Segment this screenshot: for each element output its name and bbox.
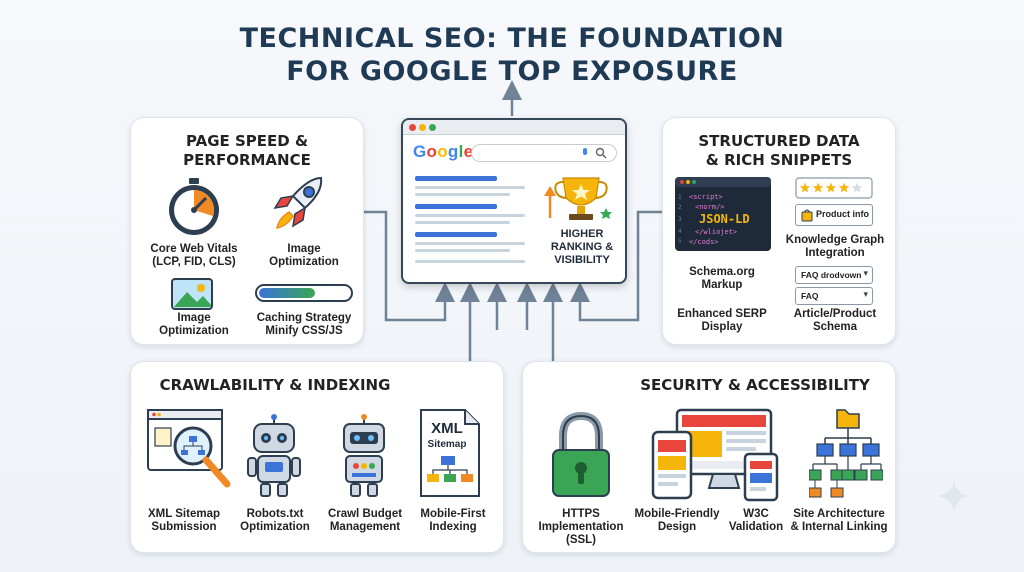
rocket-icon xyxy=(273,176,323,229)
label-https: HTTPS Implementation (SSL) xyxy=(538,508,624,546)
label-xml-sitemap: XML Sitemap Submission xyxy=(148,508,220,533)
crawl-bot-icon xyxy=(343,414,385,497)
label-schema-markup: Schema.org Markup xyxy=(689,266,755,291)
svg-text:JSON-LD: JSON-LD xyxy=(699,212,750,226)
chevron-down-icon: ▾ xyxy=(863,289,868,299)
svg-text:2: 2 xyxy=(678,204,682,211)
card-title-structured-data: STRUCTURED DATA & RICH SNIPPETS xyxy=(698,132,860,169)
trophy-icon xyxy=(554,177,612,220)
sparkle-icon xyxy=(938,480,970,512)
star-icon xyxy=(825,182,837,193)
code-editor-icon: 1 2 3 4 5 <script> <norm/> JSON-LD </wliojet… xyxy=(675,177,771,251)
chevron-down-icon: ▾ xyxy=(863,268,868,278)
label-mobile-first: Mobile-First Indexing xyxy=(420,508,486,533)
image-icon xyxy=(171,278,213,310)
label-mobile-friendly: Mobile-Friendly Design xyxy=(634,508,720,533)
browser-titlebar xyxy=(403,120,625,135)
label-enhanced-serp: Enhanced SERP Display xyxy=(677,308,767,333)
faq-dropdown-2[interactable]: FAQ ▾ xyxy=(795,287,873,305)
svg-text:3: 3 xyxy=(678,216,682,223)
label-crawl-budget: Crawl Budget Management xyxy=(327,508,403,533)
ranking-caption: HIGHER RANKING & VISIBILITY xyxy=(550,228,614,266)
search-results xyxy=(415,176,612,263)
card-page-speed: PAGE SPEED & PERFORMANCE Core Web Vitals… xyxy=(130,117,364,345)
connector-structured xyxy=(570,210,662,322)
label-site-architecture: Site Architecture & Internal Linking xyxy=(790,508,888,533)
stopwatch-icon xyxy=(169,178,219,235)
site-architecture-icon xyxy=(809,409,883,498)
search-icon xyxy=(595,147,605,157)
svg-text:4: 4 xyxy=(678,228,682,235)
google-search-input[interactable] xyxy=(471,144,617,162)
search-bar-icons xyxy=(583,147,607,159)
card-security: SECURITY & ACCESSIBILITY xyxy=(522,361,896,553)
card-title-page-speed: PAGE SPEED & PERFORMANCE xyxy=(183,132,311,169)
card-structured-data: STRUCTURED DATA & RICH SNIPPETS 1 2 3 4 5 <s… xyxy=(662,117,896,345)
svg-text:<norm/>: <norm/> xyxy=(695,203,725,211)
star-icon xyxy=(799,182,811,193)
label-article-product-schema: Article/Product Schema xyxy=(793,308,877,333)
up-arrow-icon xyxy=(544,186,556,218)
star-rating-icon xyxy=(795,177,873,199)
product-info-chip: Product info xyxy=(795,204,873,226)
label-image-optimization-2: Image Optimization xyxy=(159,312,229,337)
label-knowledge-graph: Knowledge Graph Integration xyxy=(785,234,885,259)
title-line-1: TECHNICAL SEO: THE FOUNDATION xyxy=(239,23,785,54)
page-title: TECHNICAL SEO: THE FOUNDATION FOR GOOGLE… xyxy=(0,22,1024,88)
label-core-web-vitals: Core Web Vitals (LCP, FID, CLS) xyxy=(150,243,238,268)
close-dot-icon xyxy=(409,124,416,131)
padlock-icon xyxy=(552,412,610,497)
svg-text:<script>: <script> xyxy=(689,193,723,201)
label-caching-strategy: Caching Strategy Minify CSS/JS xyxy=(256,312,352,337)
minimize-dot-icon xyxy=(419,124,426,131)
connector-speed xyxy=(362,210,455,322)
faq-dropdown[interactable]: FAQ drodvown ▾ xyxy=(795,266,873,284)
star-icon xyxy=(851,182,863,193)
google-logo: Google xyxy=(413,142,474,161)
svg-text:</cods>: </cods> xyxy=(689,238,719,246)
mic-icon xyxy=(583,148,587,155)
svg-text:</wliojet>: </wliojet> xyxy=(695,228,737,236)
xml-sitemap-document-icon: XML Sitemap xyxy=(419,408,481,498)
label-w3c-validation: W3C Validation xyxy=(728,508,784,533)
sitemap-magnifier-icon xyxy=(147,409,231,488)
robot-icon xyxy=(247,414,301,497)
maximize-dot-icon xyxy=(429,124,436,131)
star-icon xyxy=(838,182,850,193)
svg-text:5: 5 xyxy=(678,238,682,245)
responsive-devices-icon xyxy=(651,408,779,502)
caching-progress-bar xyxy=(255,284,353,302)
svg-text:1: 1 xyxy=(678,194,682,201)
label-image-optimization-1: Image Optimization xyxy=(269,243,339,268)
google-browser-window: Google xyxy=(401,118,627,284)
card-crawlability: CRAWLABILITY & INDEXING xyxy=(130,361,504,553)
card-title-crawlability: CRAWLABILITY & INDEXING xyxy=(159,376,391,394)
label-robots-txt: Robots.txt Optimization xyxy=(240,508,310,533)
shopping-bag-icon xyxy=(801,209,813,222)
card-title-security: SECURITY & ACCESSIBILITY xyxy=(640,376,870,394)
star-icon xyxy=(812,182,824,193)
